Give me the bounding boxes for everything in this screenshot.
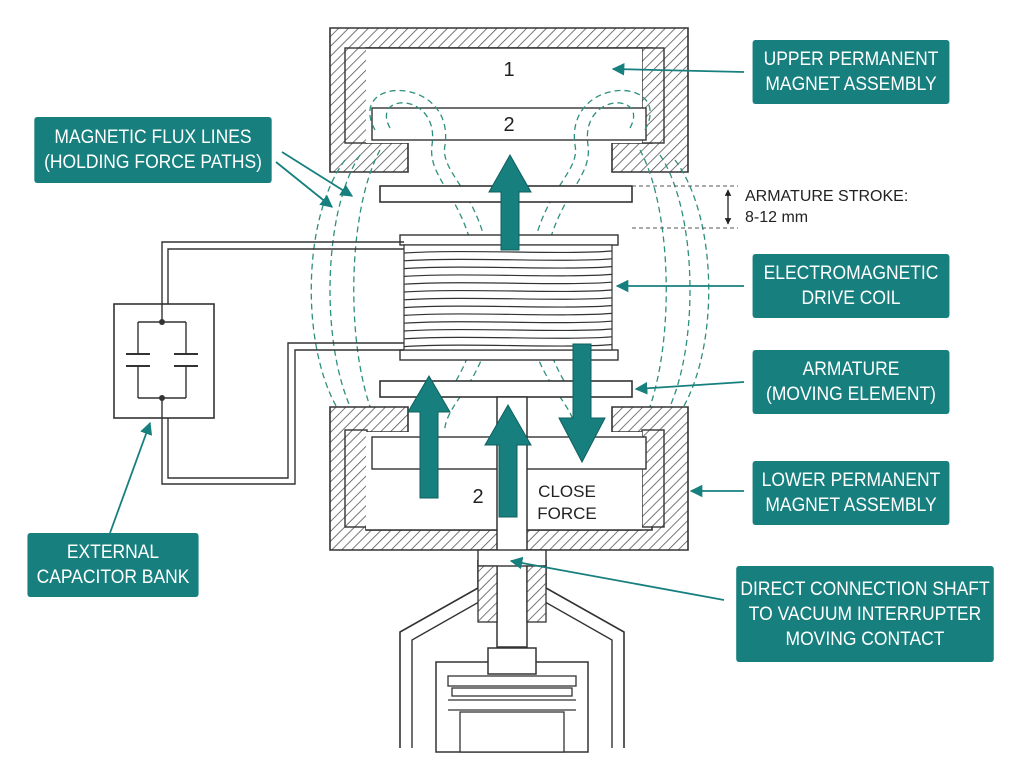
leader-flux-1 [281,151,354,197]
coil-winding [403,289,613,293]
coil-winding [403,336,613,340]
lower-left-close-force-arrow [407,375,451,499]
close-force-line1: CLOSE [538,482,596,501]
leader-armature [634,381,745,395]
callout-armature-line2: (MOVING ELEMENT) [766,384,936,405]
coil-leads [161,241,404,485]
upper-magnet-assembly: 1 2 [329,27,689,173]
callout-lower-magnet-line2: MAGNET ASSEMBLY [765,495,937,516]
coil-winding [403,320,613,324]
lower-gap-label: 2 [472,486,483,508]
callout-drive-coil-line2: DRIVE COIL [801,288,901,309]
close-force-line2: FORCE [537,504,597,523]
upper-gap-label: 2 [503,114,514,136]
callout-upper-magnet-line1: UPPER PERMANENT [763,49,939,70]
callout-shaft-line1: DIRECT CONNECTION SHAFT [740,578,990,600]
callout-connection-shaft: DIRECT CONNECTION SHAFT TO VACUUM INTERR… [736,566,994,662]
callout-magnetic-flux-lines: MAGNETIC FLUX LINES (HOLDING FORCE PATHS… [34,117,272,183]
upper-zone-label: 1 [503,59,514,81]
callout-armature: ARMATURE (MOVING ELEMENT) [752,350,950,414]
coil-winding [403,258,613,262]
callout-capacitor-line1: EXTERNAL [66,542,160,563]
callout-drive-coil-line1: ELECTROMAGNETIC [763,263,939,284]
coil-winding [403,328,613,332]
callout-lower-magnet-assembly: LOWER PERMANENT MAGNET ASSEMBLY [752,461,950,525]
coil-winding [403,305,613,309]
upper-pole-plate [371,107,647,141]
upper-open-force-arrow [488,153,532,251]
stroke-label-line1: ARMATURE STROKE: [745,188,908,205]
callout-flux-line1: MAGNETIC FLUX LINES [54,127,252,148]
callout-lower-magnet-line1: LOWER PERMANENT [761,470,941,491]
callout-upper-magnet-assembly: UPPER PERMANENT MAGNET ASSEMBLY [752,40,950,104]
coil-winding [403,281,613,285]
callout-flux-line2: (HOLDING FORCE PATHS) [44,152,262,173]
drive-coil [399,234,619,361]
coil-winding [403,273,613,277]
callout-armature-line1: ARMATURE [802,359,900,380]
capacitor-bank-box [113,303,215,419]
force-arrows [407,153,606,518]
leader-shaft [509,556,725,601]
stroke-label-line2: 8-12 mm [745,209,808,226]
callout-capacitor-line2: CAPACITOR BANK [36,567,190,588]
leader-flux-2 [275,161,333,208]
coil-winding [403,312,613,316]
leader-upper-magnet [611,62,745,76]
callout-upper-magnet-line2: MAGNET ASSEMBLY [765,74,937,95]
callout-capacitor-bank: EXTERNAL CAPACITOR BANK [27,533,199,597]
leader-capacitor [109,421,153,534]
callout-shaft-line3: MOVING CONTACT [785,628,945,650]
stroke-dimension: ARMATURE STROKE: 8-12 mm [632,185,908,229]
lower-center-close-force-arrow [484,403,532,518]
vacuum-interrupter [399,549,625,753]
callout-shaft-line2: TO VACUUM INTERRUPTER [748,603,982,625]
downward-force-arrow [558,343,606,464]
leader-lines [109,62,745,601]
lower-left-magnet-block [344,429,368,528]
coil-winding [403,266,613,270]
callout-drive-coil: ELECTROMAGNETIC DRIVE COIL [752,254,950,318]
upper-left-magnet-block [344,47,368,144]
coil-winding [403,297,613,301]
coil-winding [403,250,613,254]
